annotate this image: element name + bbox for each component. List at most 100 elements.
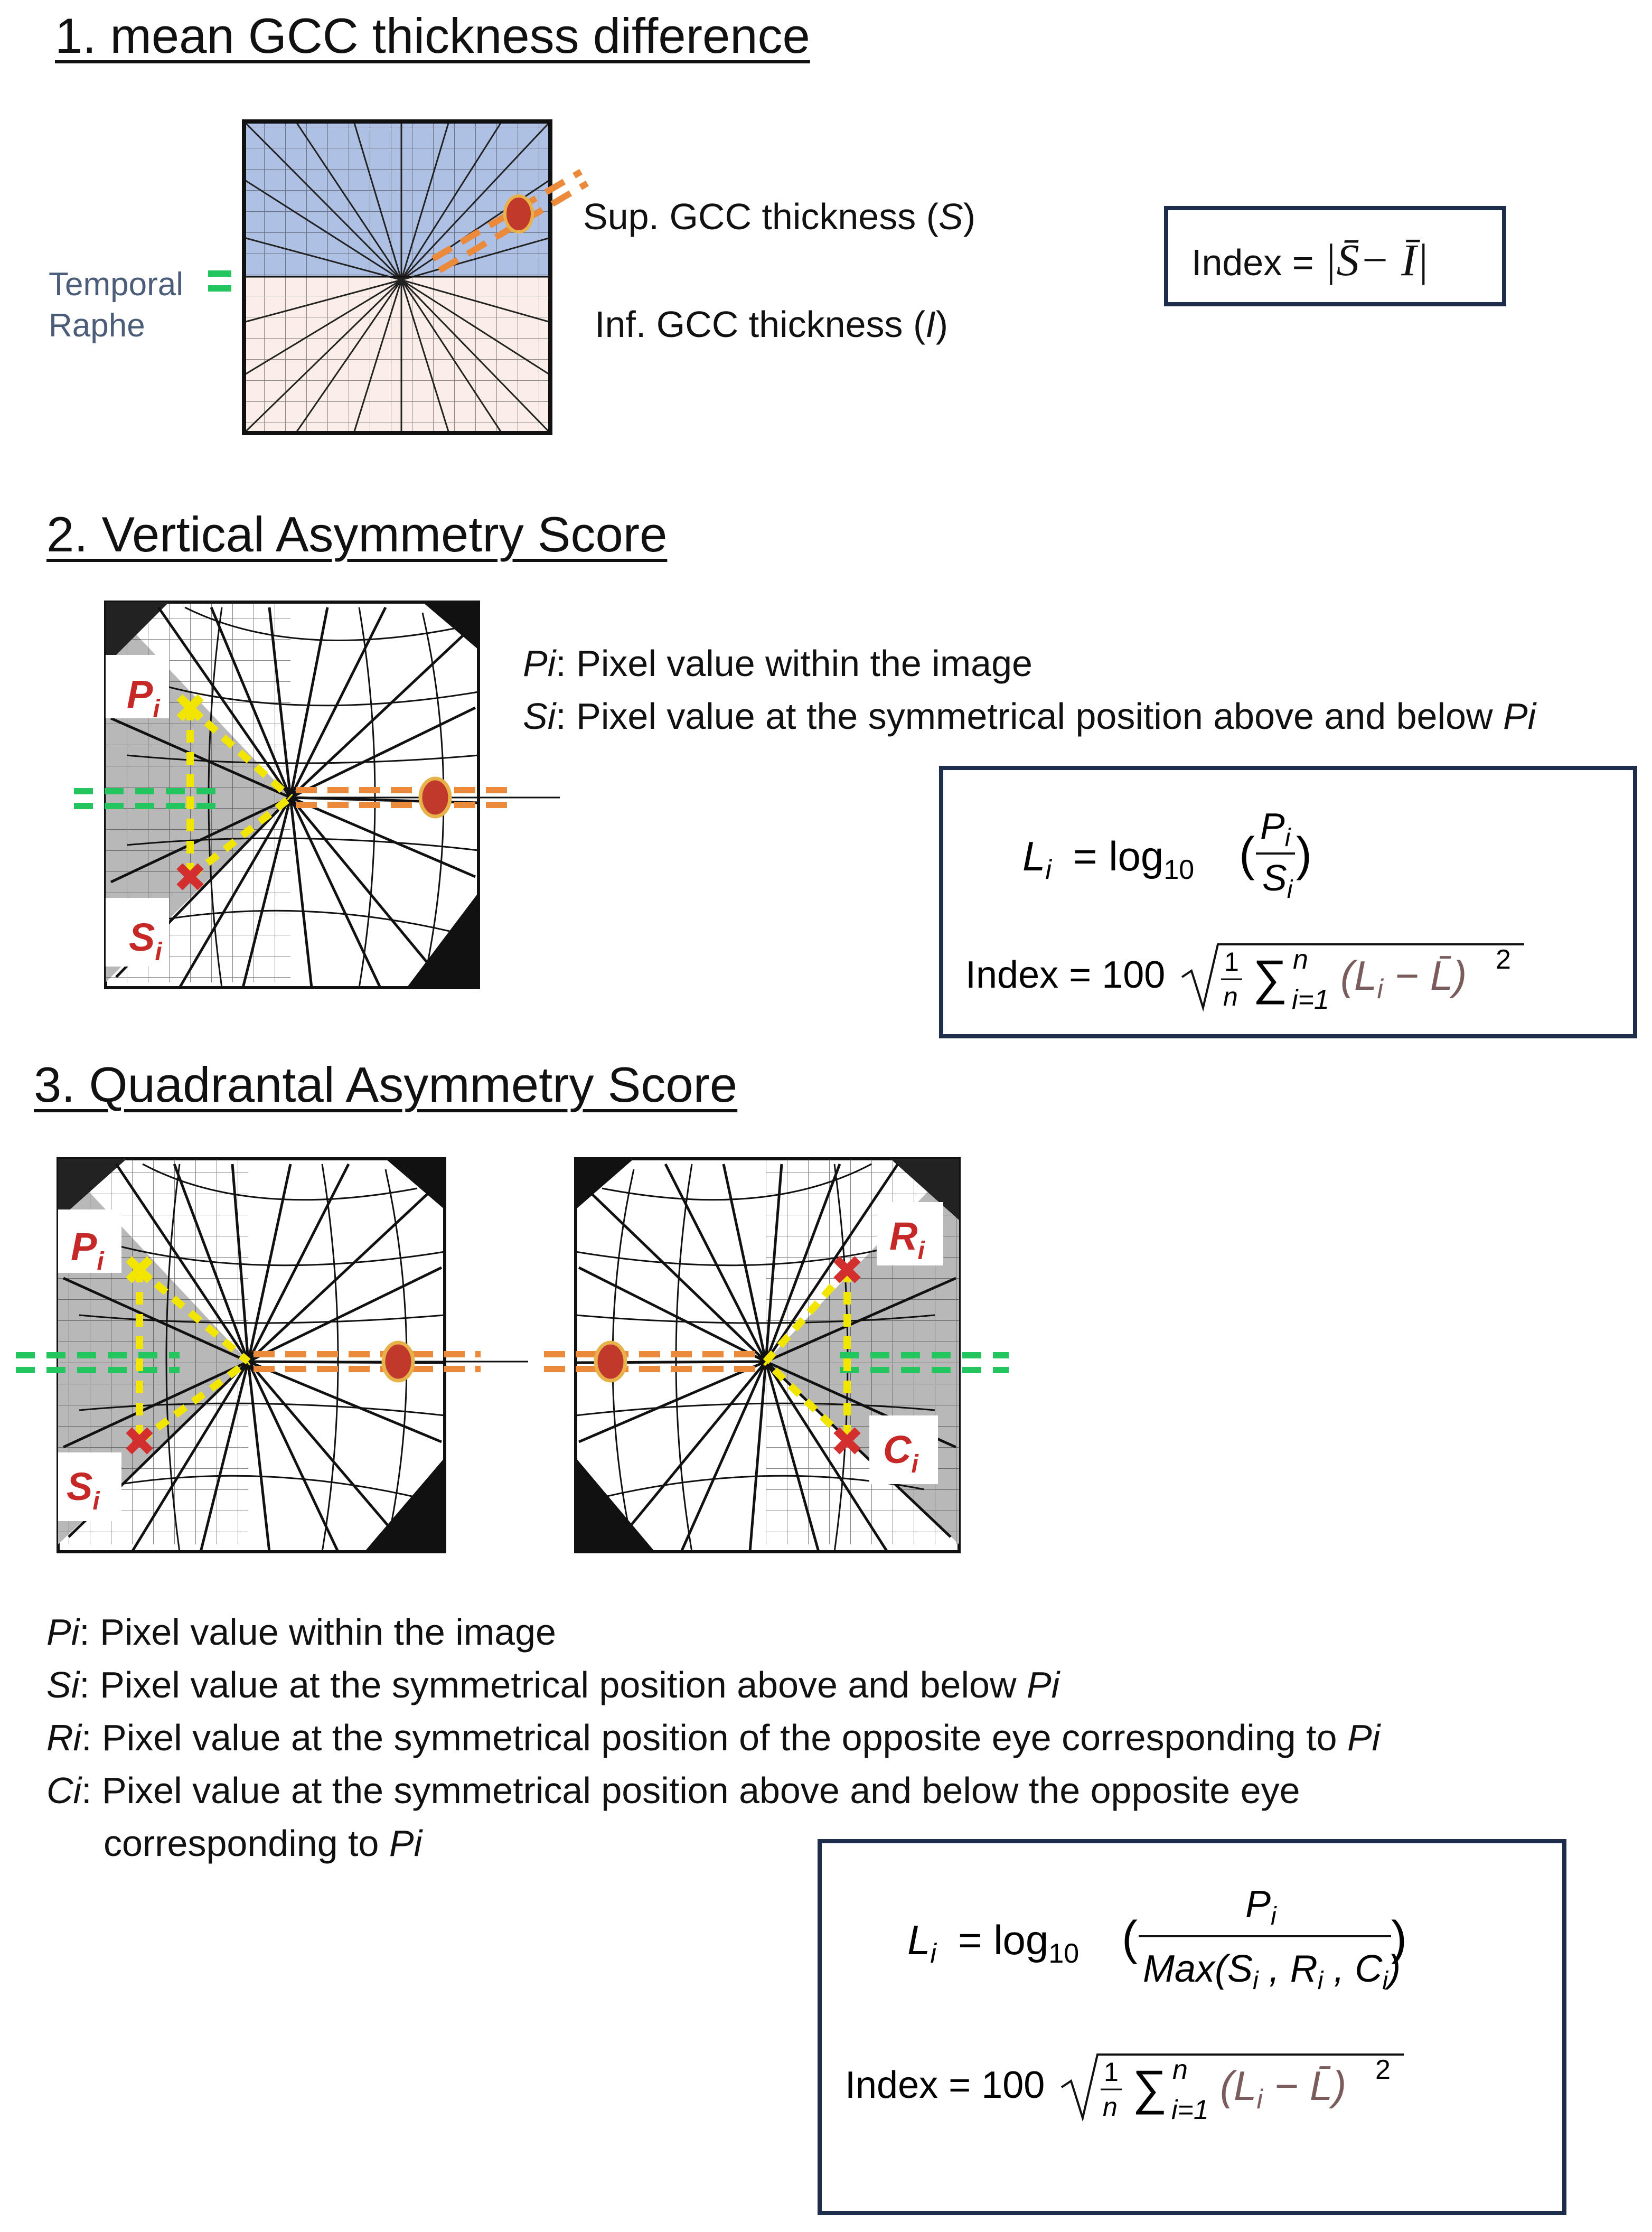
optic-disc-icon bbox=[503, 194, 534, 233]
svg-text:(: ( bbox=[1239, 828, 1255, 881]
svg-text:(: ( bbox=[1122, 1912, 1138, 1965]
index-formula-1: Index = |S̄− Ī| bbox=[1191, 233, 1429, 286]
def3-c-continuation-text: corresponding to bbox=[104, 1823, 389, 1864]
eq2-2-frac-num: 1 bbox=[1224, 947, 1239, 977]
eq3-1-den: Max(Si , Ri , Ci) bbox=[1143, 1948, 1401, 1995]
def3-c: Ci: Pixel value at the symmetrical posit… bbox=[46, 1764, 1380, 1817]
eq2-1-log: = log10 bbox=[1073, 833, 1194, 885]
def2-p: Pi: Pixel value within the image bbox=[523, 642, 1032, 684]
def3-p-text: : Pixel value within the image bbox=[79, 1611, 556, 1653]
eq3-1-log: = log10 bbox=[958, 1917, 1079, 1969]
section3-map-left: Pi Si bbox=[16, 1157, 528, 1553]
raphe-label-line1: Temporal bbox=[49, 266, 183, 303]
optic-disc-icon bbox=[418, 776, 452, 819]
svg-text:): ) bbox=[1296, 828, 1312, 881]
def3-r-symbol: Ri bbox=[46, 1717, 82, 1758]
pi-label: Pi bbox=[127, 672, 161, 723]
sup-label: Sup. GCC thickness (S) bbox=[583, 195, 975, 238]
ci-marker-icon bbox=[833, 1427, 861, 1455]
si-label: Si bbox=[129, 915, 163, 966]
def3-r-tail: Pi bbox=[1347, 1717, 1381, 1758]
si-marker-icon bbox=[126, 1427, 153, 1455]
raphe-label-line2: Raphe bbox=[49, 307, 145, 344]
def3-s-tail: Pi bbox=[1026, 1664, 1060, 1705]
def2-s-text: : Pixel value at the symmetrical positio… bbox=[556, 696, 1503, 737]
eq2-2-frac-den: n bbox=[1223, 982, 1238, 1011]
def2-p-symbol: Pi bbox=[523, 643, 556, 684]
eq2-2-term: (Li − L̄) bbox=[1340, 952, 1467, 1005]
index-expression-1: |S̄− Ī| bbox=[1324, 235, 1429, 285]
formula-3: Li = log10 ( Pi Max(Si , Ri , Ci) ) Inde… bbox=[845, 1883, 1407, 2125]
eq3-1-num: Pi bbox=[1245, 1883, 1277, 1930]
def2-p-text: : Pixel value within the image bbox=[556, 643, 1032, 684]
svg-text:): ) bbox=[1391, 1912, 1407, 1965]
eq2-2-sum-bottom: i=1 bbox=[1292, 984, 1329, 1015]
inf-label-suffix: ) bbox=[935, 304, 949, 345]
inf-label: Inf. GCC thickness (I) bbox=[595, 303, 948, 345]
pi-label: Pi bbox=[71, 1225, 105, 1276]
def3-s: Si: Pixel value at the symmetrical posit… bbox=[46, 1658, 1380, 1711]
sampling-lines bbox=[763, 1267, 851, 1444]
inf-symbol: I bbox=[925, 304, 936, 345]
sup-label-prefix: Sup. GCC thickness ( bbox=[583, 196, 938, 237]
eq3-2-sum: ∑ bbox=[1132, 2061, 1167, 2115]
subscript-i: i bbox=[1285, 824, 1291, 852]
pi-marker-icon bbox=[176, 694, 204, 721]
radial-lines bbox=[243, 120, 551, 434]
eq3-2-term: (Li − L̄) bbox=[1220, 2062, 1346, 2115]
definitions-3: Pi: Pixel value within the image Si: Pix… bbox=[46, 1606, 1380, 1870]
sup-label-suffix: ) bbox=[963, 196, 976, 237]
index-label-1: Index = bbox=[1191, 242, 1314, 283]
optic-marker bbox=[544, 1351, 761, 1372]
optic-disc-icon bbox=[594, 1340, 627, 1383]
pi-marker-icon bbox=[126, 1256, 153, 1283]
eq2-2-sum: ∑ bbox=[1253, 951, 1288, 1005]
eq3-2-sum-top: n bbox=[1172, 2055, 1188, 2085]
optic-marker bbox=[296, 787, 518, 808]
eq3-2-frac-num: 1 bbox=[1104, 2057, 1119, 2087]
eq3-2-sum-bottom: i=1 bbox=[1171, 2095, 1209, 2125]
section2-heading: 2. Vertical Asymmetry Score bbox=[46, 507, 668, 562]
eq3-2-lhs: Index = 100 bbox=[845, 2064, 1045, 2106]
def3-p-symbol: Pi bbox=[46, 1611, 80, 1653]
formula-box-3: Li = log10 ( Pi Max(Si , Ri , Ci) ) Inde… bbox=[818, 1839, 1566, 2215]
section1-heading: 1. mean GCC thickness difference bbox=[55, 8, 810, 63]
raphe-label: Temporal Raphe bbox=[49, 264, 183, 346]
ri-label: Ri bbox=[889, 1214, 925, 1265]
raphe-marker bbox=[74, 788, 222, 809]
def3-s-symbol: Si bbox=[46, 1664, 80, 1705]
def2-s-tail: Pi bbox=[1503, 696, 1536, 737]
section3-map-right: Ri Ci bbox=[544, 1157, 1009, 1553]
def3-p: Pi: Pixel value within the image bbox=[46, 1606, 1380, 1658]
si-marker-icon bbox=[176, 863, 204, 890]
eq3-2-frac-den: n bbox=[1103, 2092, 1118, 2122]
ri-marker-icon bbox=[833, 1256, 861, 1283]
eq2-1-den: Si bbox=[1262, 857, 1293, 904]
eq3-1-lhs: Li bbox=[907, 1917, 937, 1969]
def2-s: Si: Pixel value at the symmetrical posit… bbox=[523, 695, 1536, 737]
def3-c-text: : Pixel value at the symmetrical positio… bbox=[81, 1770, 1300, 1811]
raphe-marker bbox=[840, 1352, 1009, 1373]
raphe-marker bbox=[16, 1352, 180, 1373]
eq2-2-lhs: Index = 100 bbox=[965, 954, 1165, 996]
eq3-2-power: 2 bbox=[1375, 2055, 1391, 2085]
index-box-1: Index = |S̄− Ī| bbox=[1164, 206, 1506, 306]
eq2-2-sum-top: n bbox=[1293, 944, 1308, 975]
eq2-1-num: Pi bbox=[1260, 805, 1291, 852]
def2-s-symbol: Si bbox=[523, 696, 556, 737]
def3-c-symbol: Ci bbox=[46, 1770, 82, 1811]
subscript-i: i bbox=[1287, 876, 1293, 904]
ci-label: Ci bbox=[883, 1428, 919, 1478]
section1-map bbox=[208, 119, 589, 435]
def3-c-continuation: corresponding to Pi bbox=[46, 1817, 1380, 1870]
sampling-lines bbox=[136, 1267, 251, 1444]
section3-heading: 3. Quadrantal Asymmetry Score bbox=[34, 1057, 738, 1112]
optic-disc-icon bbox=[381, 1340, 415, 1383]
formula-box-2: Li = log10 ( Pi Si ) Index = 100 1 n ∑ n… bbox=[939, 766, 1637, 1038]
eq2-2-power: 2 bbox=[1496, 944, 1511, 975]
sup-symbol: S bbox=[938, 196, 963, 237]
def3-c-continuation-tail: Pi bbox=[389, 1823, 423, 1864]
inf-label-prefix: Inf. GCC thickness ( bbox=[595, 304, 926, 345]
formula-2: Li = log10 ( Pi Si ) Index = 100 1 n ∑ n… bbox=[965, 805, 1524, 1015]
sampling-lines bbox=[186, 705, 293, 880]
